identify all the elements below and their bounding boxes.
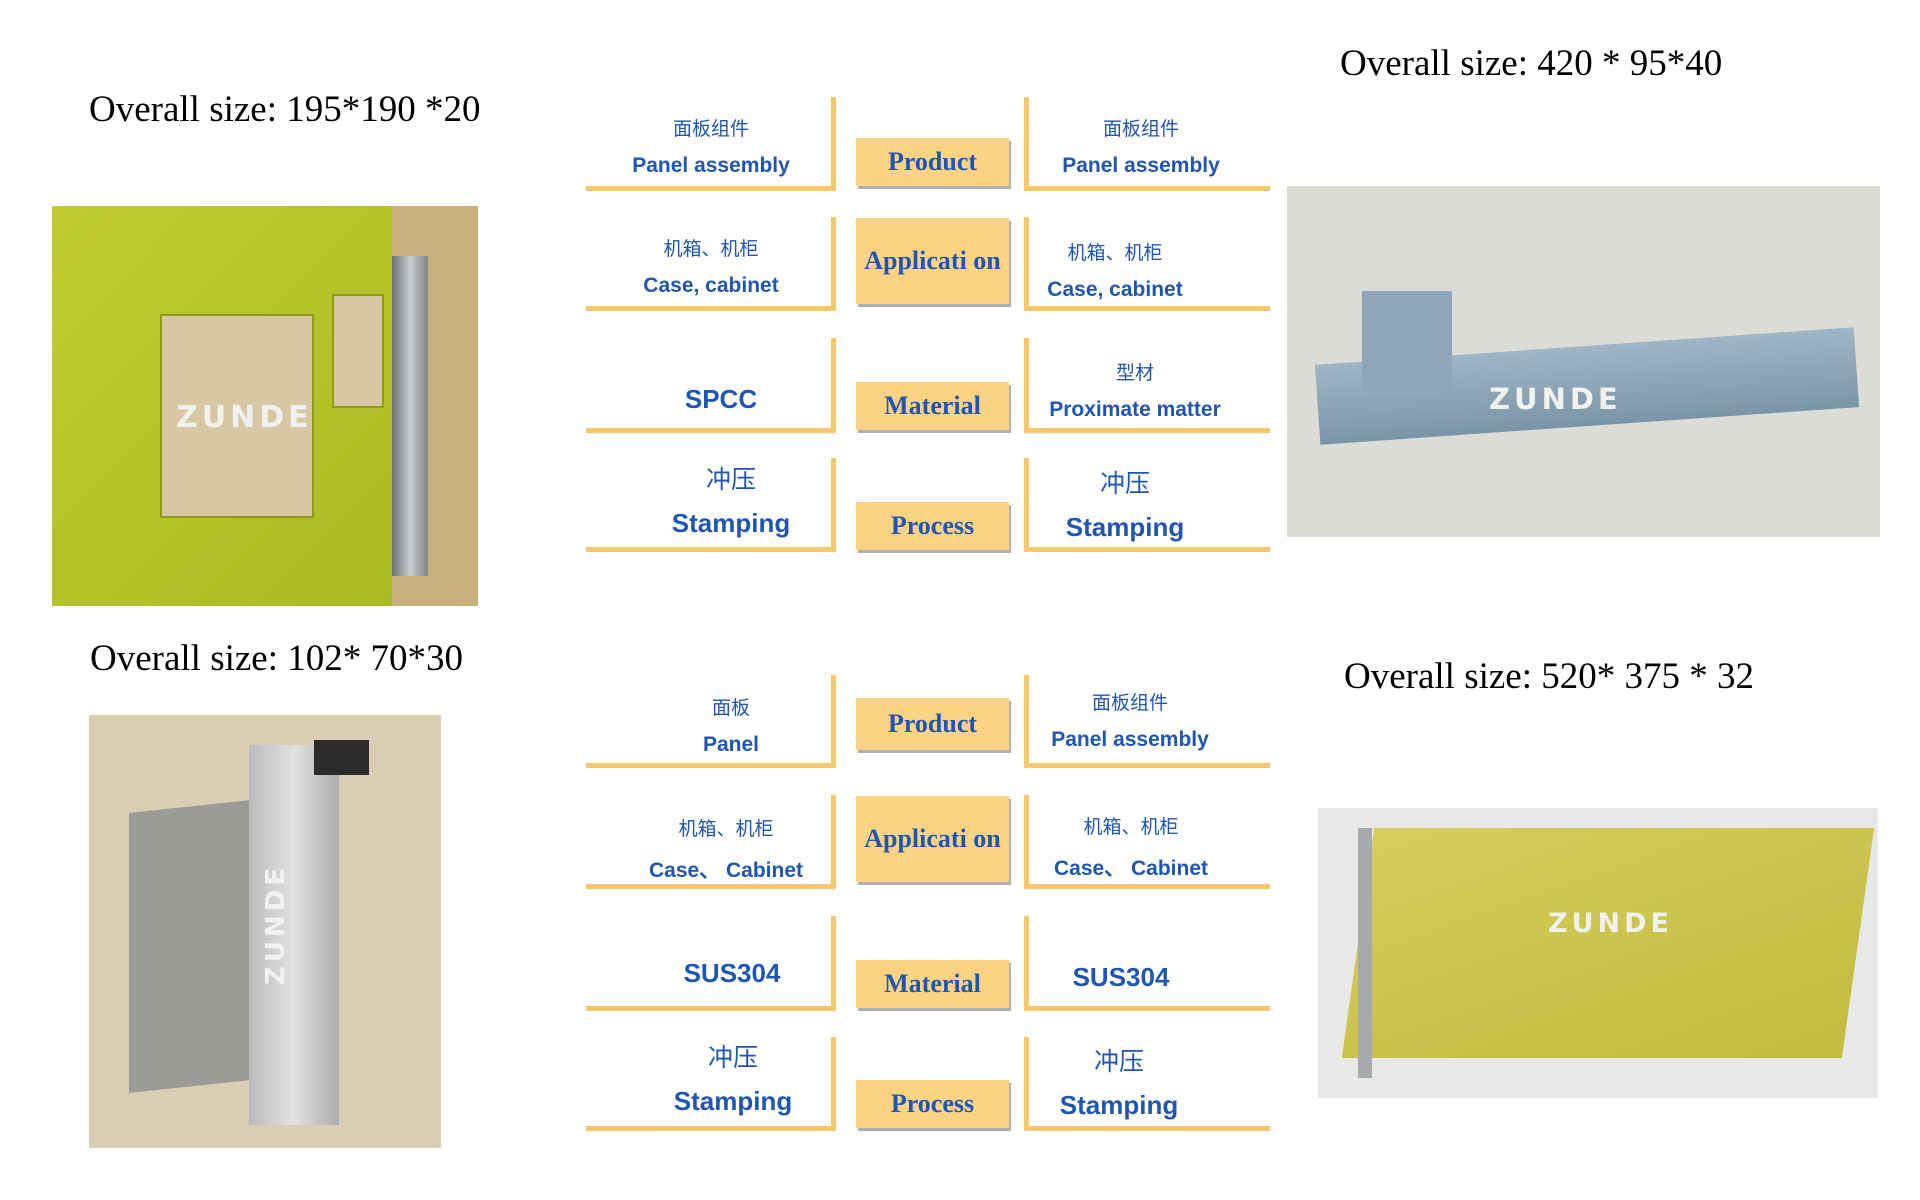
overall-size-top-left: Overall size: 195*190 *20 [89, 89, 481, 130]
right-cn: 机箱、机柜 [1067, 242, 1163, 264]
left-en: Stamping [673, 1086, 793, 1116]
black-handle [314, 740, 369, 775]
board-cutout-small [332, 294, 384, 408]
overall-size-bottom-left: Overall size: 102* 70*30 [90, 638, 463, 679]
photo-board-large: ZUNDE [1318, 808, 1878, 1098]
right-en: Panel assembly [1062, 154, 1220, 177]
metal-rail [392, 256, 428, 576]
category-product: Product [856, 138, 1009, 186]
divider-left [586, 763, 836, 768]
zunde-logo-top-right: ZUNDE [1489, 382, 1622, 416]
front-plate [249, 745, 339, 1125]
right-en: Stamping [1059, 1090, 1179, 1120]
divider-right-vertical [1024, 795, 1029, 889]
divider-left [586, 428, 836, 433]
divider-right-vertical [1024, 338, 1029, 433]
category-application: Applicati on [856, 218, 1009, 304]
divider-left [586, 1126, 836, 1131]
left-en: Panel [702, 733, 760, 756]
divider-left-vertical [831, 1037, 836, 1131]
photo-cage-silver: ZUNDE [89, 715, 441, 1148]
divider-left [586, 1006, 836, 1011]
zunde-logo-top-left: ZUNDE [176, 400, 313, 435]
divider-right [1024, 547, 1270, 552]
left-cn: 机箱、机柜 [678, 818, 774, 840]
right-en: Case、 Cabinet [1053, 857, 1209, 880]
right-en: Stamping [1065, 512, 1185, 542]
photo-panel-assembly-yellow: ZUNDE [52, 206, 478, 606]
divider-left-vertical [831, 675, 836, 768]
divider-right [1024, 763, 1270, 768]
divider-right-vertical [1024, 916, 1029, 1011]
left-en: SPCC [684, 384, 758, 414]
divider-left [586, 884, 836, 889]
divider-right-vertical [1024, 458, 1029, 552]
left-en: Panel assembly [632, 154, 790, 177]
right-en: Panel assembly [1051, 728, 1209, 751]
large-yellow-board [1341, 828, 1875, 1058]
right-cn: 冲压 [1099, 469, 1150, 498]
right-cn: 面板组件 [1091, 692, 1168, 714]
right-cn: 型材 [1115, 362, 1154, 384]
divider-right [1024, 428, 1270, 433]
divider-left-vertical [831, 217, 836, 311]
right-en: SUS304 [1072, 962, 1170, 992]
left-cn: 面板 [711, 697, 750, 719]
divider-left-vertical [831, 458, 836, 552]
category-application: Applicati on [856, 796, 1009, 882]
divider-right-vertical [1024, 97, 1029, 191]
category-process: Process [856, 502, 1009, 550]
divider-left-vertical [831, 97, 836, 191]
zunde-logo-bottom-left: ZUNDE [261, 863, 291, 985]
bracket-end-plate [1362, 291, 1452, 391]
left-cn: 面板组件 [672, 118, 749, 140]
category-product: Product [856, 698, 1009, 750]
overall-size-bottom-right: Overall size: 520* 375 * 32 [1344, 656, 1754, 697]
right-cn: 机箱、机柜 [1083, 816, 1179, 838]
photo-bracket-gray: ZUNDE [1287, 186, 1880, 537]
divider-left-vertical [831, 795, 836, 889]
divider-right-vertical [1024, 1037, 1029, 1131]
divider-right [1024, 1126, 1270, 1131]
left-cn: 机箱、机柜 [663, 238, 759, 260]
divider-right-vertical [1024, 217, 1029, 311]
divider-left [586, 547, 836, 552]
category-process: Process [856, 1080, 1009, 1128]
right-cn: 面板组件 [1102, 118, 1179, 140]
right-cn: 冲压 [1093, 1047, 1144, 1076]
divider-left-vertical [831, 916, 836, 1011]
right-en: Proximate matter [1049, 398, 1221, 421]
divider-right [1024, 884, 1270, 889]
divider-right [1024, 186, 1270, 191]
left-cn: 冲压 [705, 465, 756, 494]
divider-left-vertical [831, 338, 836, 433]
left-en: Stamping [671, 508, 791, 538]
right-en: Case, cabinet [1047, 278, 1183, 301]
left-cn: 冲压 [707, 1043, 758, 1072]
zunde-logo-bottom-right: ZUNDE [1548, 908, 1673, 939]
left-en: Case, cabinet [643, 274, 779, 297]
divider-left [586, 186, 836, 191]
overall-size-top-right: Overall size: 420 * 95*40 [1340, 43, 1723, 84]
category-material: Material [856, 960, 1009, 1008]
left-en: Case、 Cabinet [648, 859, 804, 882]
divider-right [1024, 306, 1270, 311]
divider-left [586, 306, 836, 311]
board-rail [1358, 828, 1372, 1078]
divider-right-vertical [1024, 675, 1029, 768]
board-cutout-large [160, 314, 314, 518]
left-en: SUS304 [683, 958, 781, 988]
divider-right [1024, 1006, 1270, 1011]
category-material: Material [856, 382, 1009, 430]
